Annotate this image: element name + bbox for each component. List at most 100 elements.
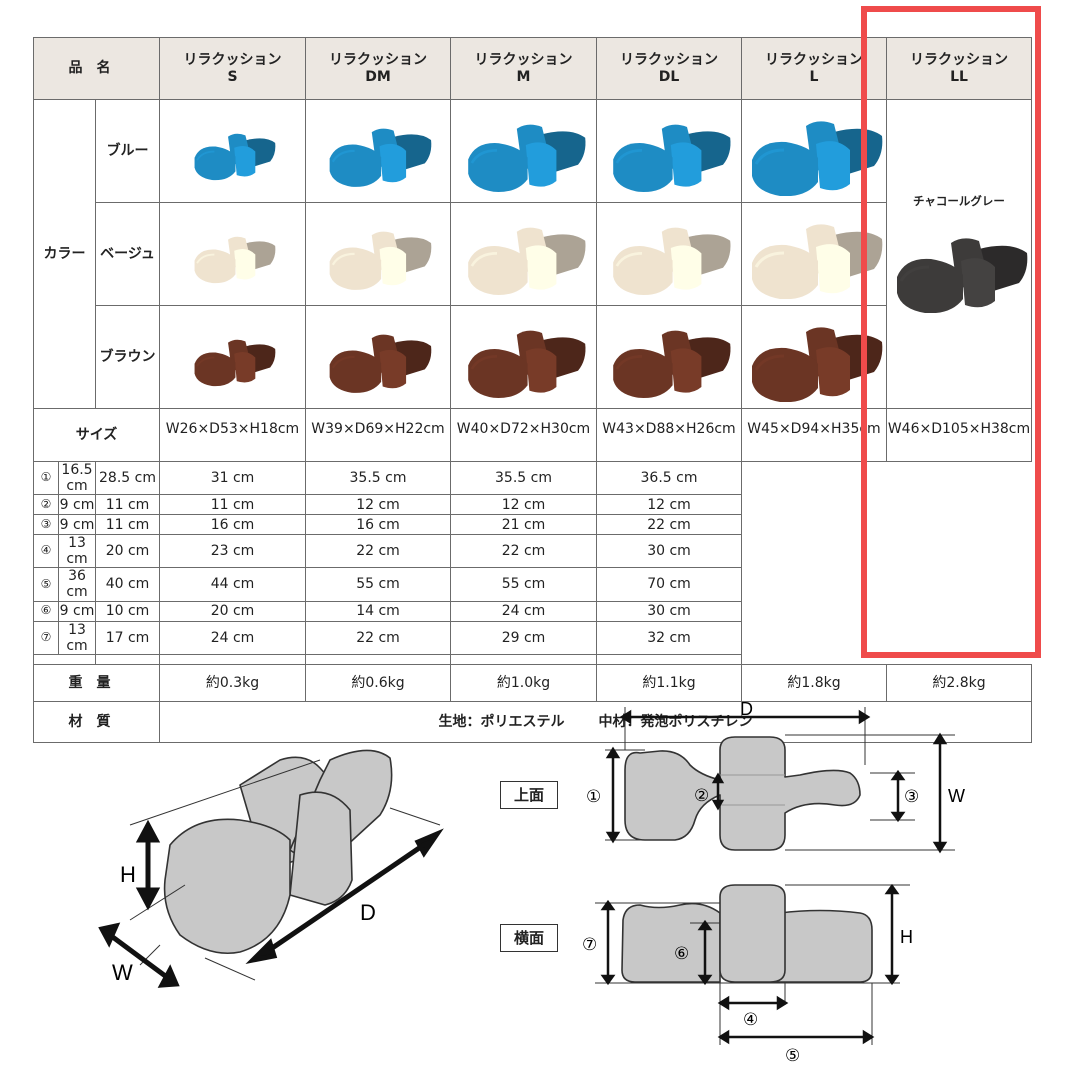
product-line2: LL <box>950 68 968 85</box>
cushion-photo-dm-beige <box>305 202 451 306</box>
measurement-cell: 55 cm <box>450 567 597 602</box>
measurement-value: 70 cm <box>647 576 691 593</box>
measurement-cell: 35.5 cm <box>305 460 451 496</box>
measurement-value: 55 cm <box>501 576 546 593</box>
measurement-value: 17 cm <box>105 629 150 646</box>
measurement-value: 12 cm <box>356 496 400 513</box>
cushion-photo-s-beige <box>159 202 306 306</box>
measurement-cell: 17 cm <box>95 620 160 655</box>
measurement-value: 13 cm <box>66 535 88 568</box>
measurement-mark: ⑤ <box>34 568 59 601</box>
measurement-value: 30 cm <box>647 543 691 560</box>
measurement-value: 11 cm <box>105 516 150 533</box>
iso-label-w: W <box>112 960 133 985</box>
product-line2: S <box>227 68 238 85</box>
measurement-value: 20 cm <box>105 543 150 560</box>
measurement-cell: 16 cm <box>159 514 306 536</box>
measurement-value: 21 cm <box>501 516 546 533</box>
side-label-h: H <box>900 927 913 947</box>
measurement-cell: 70 cm <box>596 567 742 602</box>
measurement-cell: 12 cm <box>596 494 742 516</box>
side-view-block <box>719 884 786 983</box>
side-view-label: 横面 <box>500 924 558 952</box>
measurement-value: 29 cm <box>501 629 546 646</box>
measurement-value: 16.5 cm <box>61 462 93 495</box>
measurement-value: 22 cm <box>356 543 400 560</box>
measurement-value: 11 cm <box>210 496 255 513</box>
measurement-cell: 21 cm <box>450 514 597 536</box>
ll-highlight-frame <box>861 6 1041 658</box>
measurement-value: 32 cm <box>647 629 691 646</box>
iso-label-d: D <box>360 900 376 925</box>
measurement-value: 12 cm <box>501 496 546 513</box>
measurement-value: 16 cm <box>210 516 255 533</box>
measurement-cell: 16 cm <box>305 514 451 536</box>
measurement-mark: ③ <box>34 515 59 535</box>
mark-4: ④ <box>743 1010 758 1030</box>
measurement-value: 23 cm <box>210 543 255 560</box>
measurement-value: 36 cm <box>66 568 88 601</box>
measurement-cell: 32 cm <box>596 620 742 655</box>
iso-label-h: H <box>120 862 136 887</box>
measurement-cell: 24 cm <box>159 620 306 655</box>
dimension-ll: W46×D105×H38cm <box>886 408 1032 462</box>
measurement-cell: 12 cm <box>450 494 597 516</box>
cushion-photo-m-beige <box>450 202 597 306</box>
top-label-d: D <box>740 699 753 719</box>
product-line1: リラクッション <box>620 52 718 69</box>
measurement-value: 12 cm <box>647 496 691 513</box>
measurement-cell: 40 cm <box>95 567 160 602</box>
measurement-cell: 29 cm <box>450 620 597 655</box>
cushion-photo-dm-blue <box>305 99 451 203</box>
measurement-mark: ④ <box>34 535 59 568</box>
cushion-ll-charcoal-cell: チャコールグレー <box>886 99 1032 409</box>
measurement-cell: 22 cm <box>596 514 742 536</box>
color-label: カラー <box>33 99 96 409</box>
weight-m: 約1.0kg <box>450 663 597 702</box>
product-line1: リラクッション <box>329 52 427 69</box>
measurement-value: 24 cm <box>501 603 546 620</box>
weight-l: 約1.8kg <box>741 663 887 702</box>
measurement-value: 20 cm <box>210 603 255 620</box>
measurement-cell: 30 cm <box>596 534 742 569</box>
iso-front-block <box>289 791 353 906</box>
dimension-m: W40×D72×H30cm <box>450 408 597 462</box>
cushion-photo-m-blue <box>450 99 597 203</box>
measurement-value: 14 cm <box>356 603 400 620</box>
measurement-cell: 55 cm <box>305 567 451 602</box>
measurement-cell: ④ 13 cm <box>33 534 96 569</box>
color-name-beige: ベージュ <box>95 202 160 306</box>
mark-2: ② <box>694 786 709 806</box>
measurement-mark: ① <box>34 462 59 495</box>
measurement-value: 44 cm <box>210 576 255 593</box>
product-line1: リラクッション <box>910 52 1008 69</box>
measurement-cell: 36.5 cm <box>596 460 742 496</box>
product-line2: DM <box>365 68 391 85</box>
cushion-photo-dl-blue <box>596 99 742 203</box>
measurement-value: 55 cm <box>356 576 400 593</box>
measurement-cell: 30 cm <box>596 600 742 622</box>
color-name-charcoal: チャコールグレー <box>913 194 1005 209</box>
measurement-cell: 10 cm <box>95 600 160 622</box>
measurement-value: 13 cm <box>66 621 88 654</box>
material-row: 材質 生地：ポリエステル中材：発泡ポリスチレン <box>33 700 1032 743</box>
dimensions-row: サイズ W26×D53×H18cm W39×D69×H22cm W40×D72×… <box>33 408 1032 462</box>
product-line2: DL <box>658 68 680 85</box>
weight-dm: 約0.6kg <box>305 663 451 702</box>
cushion-photo-m-brown <box>450 305 597 409</box>
measurement-value: 22 cm <box>501 543 546 560</box>
measurement-value: 35.5 cm <box>495 470 552 487</box>
mark-3: ③ <box>904 787 919 807</box>
weight-row: 重量 約0.3kg 約0.6kg 約1.0kg 約1.1kg 約1.8kg 約2… <box>33 663 1032 702</box>
measurement-value: 10 cm <box>105 603 150 620</box>
measurement-cell: ⑤ 36 cm <box>33 567 96 602</box>
